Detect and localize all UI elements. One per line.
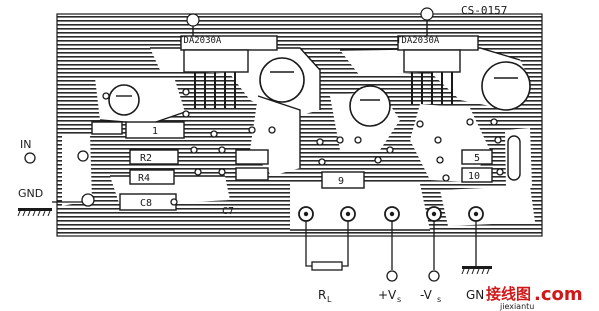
resistor-r4 [129,169,175,185]
ic-right: TDA2030A [396,7,479,104]
capacitor-polarity-marks [116,71,518,101]
capacitor-small-1 [108,84,140,116]
label-c8: C8 [140,198,152,209]
capacitor-vertical-right [507,135,521,181]
ic-left-label: TDA2030A [178,36,222,46]
label-rl: R L [318,288,332,304]
watermark-url: jiexiantu [499,302,534,311]
vias [77,88,504,207]
ground-symbol-left [17,201,82,217]
label-r2: R2 [140,153,152,164]
capacitor-large-3 [481,61,531,111]
resistor-r9 [321,171,365,189]
resistors [91,121,493,211]
watermark-com: .com [534,284,583,305]
label-vs-minus-main: -V [420,288,433,302]
label-r4: R4 [138,173,150,184]
board-outline [56,13,543,237]
capacitors-large [108,57,531,127]
watermark: 接线图 .com jiexiantu [486,284,583,311]
resistor-r2 [129,149,179,165]
resistor-left [91,121,123,135]
label-vs-minus: -V s [420,288,441,304]
label-r1: 1 [152,126,158,137]
label-r9: 9 [338,176,344,187]
capacitor-large-2 [349,85,391,127]
resistor-mid-2 [235,167,269,181]
label-in: IN [20,138,31,151]
capacitor-large-1 [259,57,305,103]
label-vs-plus-main: +V [378,288,397,302]
external-wires [305,221,477,282]
label-vs-plus-sub: s [397,295,401,304]
resistor-r5 [461,149,493,165]
label-rl-main: R [318,288,326,302]
resistor-r10 [461,167,493,183]
label-rl-sub: L [327,295,332,304]
input-connector [24,152,36,164]
label-vs-plus: +V s [378,288,401,304]
label-r5: 5 [474,153,480,164]
label-gnd-right: GN [466,288,484,302]
ground-symbol-right [461,266,492,275]
output-pads [298,206,484,222]
label-r10: 10 [468,171,480,182]
board-code: CS-0157 [461,4,507,17]
resistor-mid-1 [235,149,269,165]
label-vs-minus-sub: s [437,295,441,304]
label-gnd-left: GND [18,187,43,200]
ic-left: TDA2030A [178,13,278,108]
ic-right-label: TDA2030A [396,36,440,46]
label-c7: C7 [222,206,234,217]
watermark-cn: 接线图 [486,285,531,303]
resistor-r1 [125,121,185,139]
